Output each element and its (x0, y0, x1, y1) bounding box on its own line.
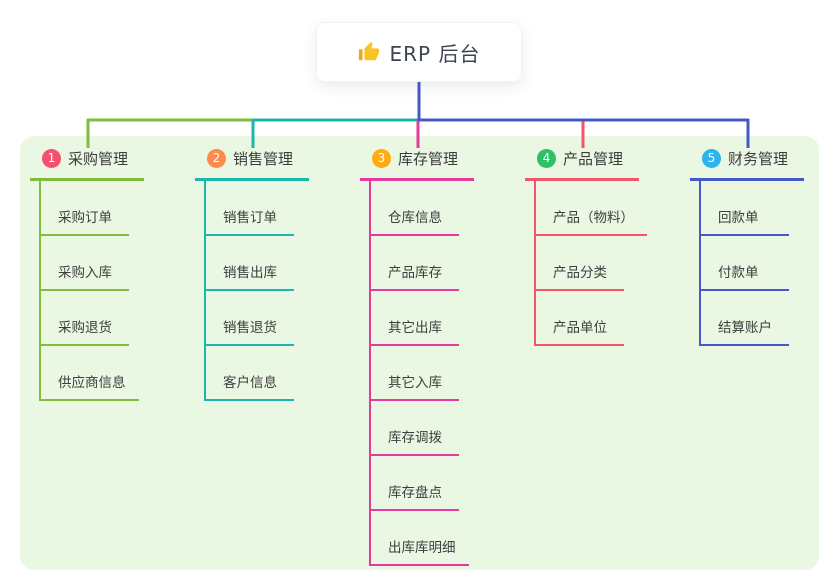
branch-header[interactable]: 2 销售管理 (195, 146, 310, 181)
root-node-label: ERP 后台 (389, 41, 481, 66)
mindmap-node[interactable]: 客户信息 (206, 346, 294, 401)
branch-label: 财务管理 (728, 150, 789, 168)
mindmap-node[interactable]: 付款单 (701, 236, 789, 291)
mindmap-node[interactable]: 结算账户 (701, 291, 789, 346)
branch-number-badge: 2 (207, 149, 226, 168)
mindmap-node[interactable]: 销售退货 (206, 291, 294, 346)
mindmap-node[interactable]: 供应商信息 (41, 346, 139, 401)
mindmap-node[interactable]: 产品分类 (536, 236, 624, 291)
mindmap-node[interactable]: 回款单 (701, 181, 789, 236)
branch-header[interactable]: 1 采购管理 (30, 146, 145, 181)
mindmap-node[interactable]: 其它入库 (371, 346, 459, 401)
mindmap-node[interactable]: 销售订单 (206, 181, 294, 236)
mindmap-node[interactable]: 库存盘点 (371, 456, 459, 511)
branch-number-badge: 5 (702, 149, 721, 168)
mindmap-node[interactable]: 出库库明细 (371, 511, 469, 566)
branches-panel (20, 136, 819, 570)
mindmap-node[interactable]: 销售出库 (206, 236, 294, 291)
branch-children: 产品（物料）产品分类产品单位 (534, 181, 647, 346)
thumbs-up-icon (358, 41, 380, 63)
branch-label: 采购管理 (68, 150, 129, 168)
branch-label: 产品管理 (563, 150, 624, 168)
mindmap-node[interactable]: 仓库信息 (371, 181, 459, 236)
mindmap-node[interactable]: 采购入库 (41, 236, 129, 291)
branch-number-badge: 1 (42, 149, 61, 168)
branch-header[interactable]: 4 产品管理 (525, 146, 640, 181)
branch-children: 回款单付款单结算账户 (699, 181, 804, 346)
branch-number-badge: 4 (537, 149, 556, 168)
branch-5: 5 财务管理回款单付款单结算账户 (690, 146, 805, 346)
mindmap-node[interactable]: 采购订单 (41, 181, 129, 236)
branch-children: 销售订单销售出库销售退货客户信息 (204, 181, 309, 401)
mindmap-node[interactable]: 产品库存 (371, 236, 459, 291)
root-node[interactable]: ERP 后台 (316, 22, 522, 82)
mindmap-node[interactable]: 产品单位 (536, 291, 624, 346)
branch-2: 2 销售管理销售订单销售出库销售退货客户信息 (195, 146, 310, 401)
branch-header[interactable]: 5 财务管理 (690, 146, 805, 181)
mindmap-node[interactable]: 采购退货 (41, 291, 129, 346)
branch-4: 4 产品管理产品（物料）产品分类产品单位 (525, 146, 647, 346)
mindmap-node[interactable]: 产品（物料） (536, 181, 647, 236)
branch-label: 库存管理 (398, 150, 459, 168)
branch-number-badge: 3 (372, 149, 391, 168)
branch-children: 仓库信息产品库存其它出库其它入库库存调拨库存盘点出库库明细 (369, 181, 474, 566)
branch-1: 1 采购管理采购订单采购入库采购退货供应商信息 (30, 146, 145, 401)
mindmap-node[interactable]: 库存调拨 (371, 401, 459, 456)
mindmap-node[interactable]: 其它出库 (371, 291, 459, 346)
branch-header[interactable]: 3 库存管理 (360, 146, 475, 181)
branch-3: 3 库存管理仓库信息产品库存其它出库其它入库库存调拨库存盘点出库库明细 (360, 146, 475, 566)
branch-label: 销售管理 (233, 150, 294, 168)
branch-children: 采购订单采购入库采购退货供应商信息 (39, 181, 144, 401)
